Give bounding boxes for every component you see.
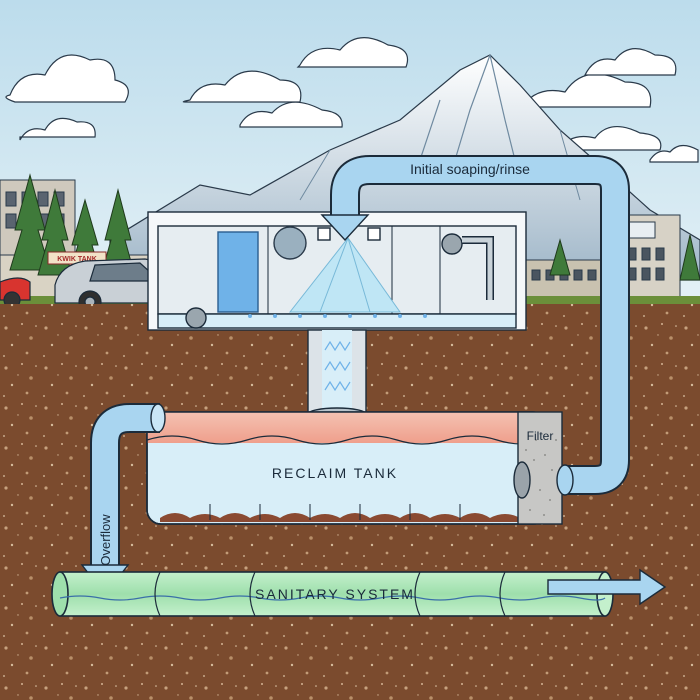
top-brush <box>273 226 307 260</box>
return-arrowhead <box>320 214 370 242</box>
sign-text: KWIK TANK <box>57 256 97 263</box>
clouds <box>5 37 699 163</box>
drips <box>248 314 427 318</box>
sanitary-system-label: SANITARY SYSTEM <box>255 586 415 602</box>
wash-brush <box>217 231 259 313</box>
overflow-label: Overflow <box>98 514 113 566</box>
blower <box>441 233 463 255</box>
spray-cone <box>288 237 401 313</box>
reclaim-tank-label: RECLAIM TANK <box>272 465 398 481</box>
outflow-arrow <box>547 568 667 606</box>
filter-label: Filter <box>527 429 554 443</box>
filter <box>513 411 563 525</box>
reclaim-tank <box>146 411 548 525</box>
return-pipe <box>320 155 630 496</box>
initial-rinse-label: Initial soaping/rinse <box>410 161 530 177</box>
